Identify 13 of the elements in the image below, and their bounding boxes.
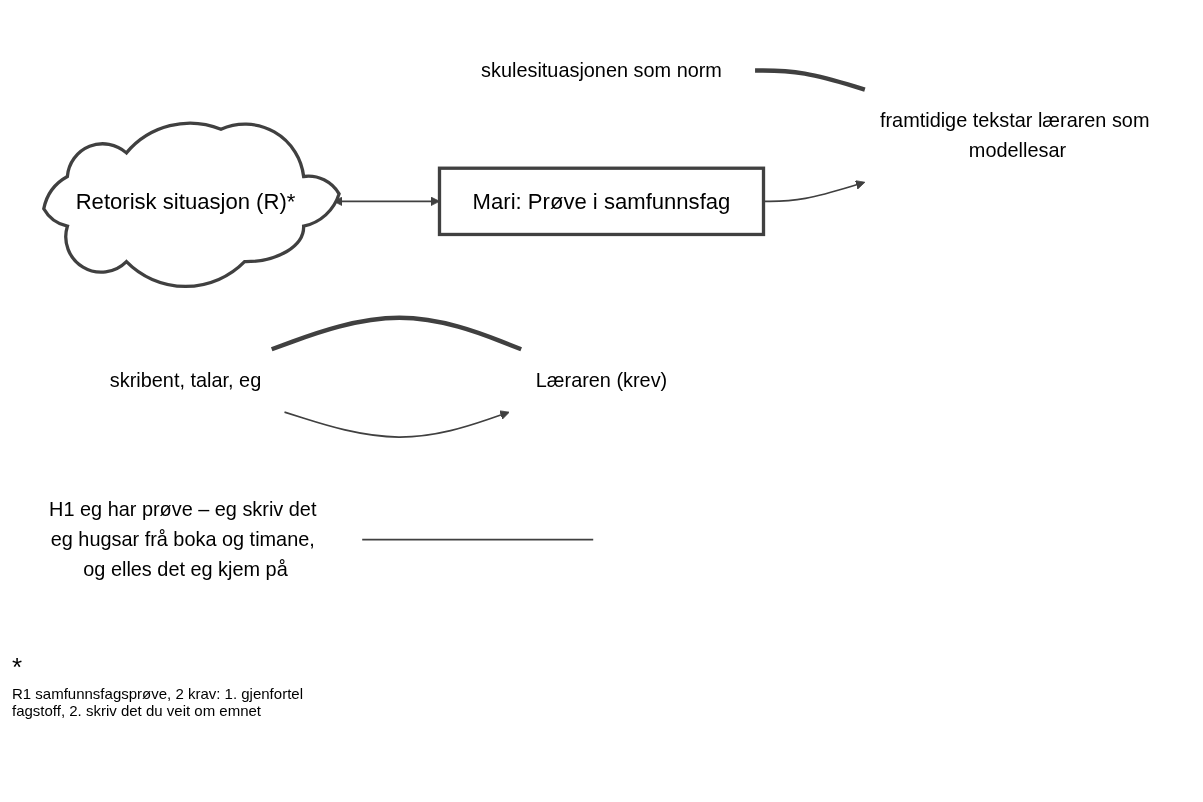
text-label: skulesituasjonen som norm	[481, 58, 722, 81]
text-label: H1 eg har prøve – eg skriv det eg hugsar frå boka og timane, og elles det eg kjem på	[49, 498, 317, 580]
axis-line	[270, 315, 522, 352]
text-label: framtidige tekstar læraren som modellesar	[879, 109, 1150, 162]
text-label: skribent, talar, eg	[109, 369, 262, 392]
footnote-text: R1 samfunnsfagsprøve, 2 krav: 1. gjenfortel fagstoff, 2. skriv det du veit om emnet	[12, 685, 304, 719]
text-label: Læraren (krev)	[535, 369, 668, 392]
leader-line	[361, 538, 595, 541]
text-box: Mari: Prøve i samfunnsfag	[437, 166, 766, 237]
cloud-shape: Retorisk situasjon (R)*	[42, 121, 341, 288]
footnote-mark: *	[12, 652, 24, 683]
axis-line	[755, 68, 866, 92]
arrow	[283, 410, 510, 438]
